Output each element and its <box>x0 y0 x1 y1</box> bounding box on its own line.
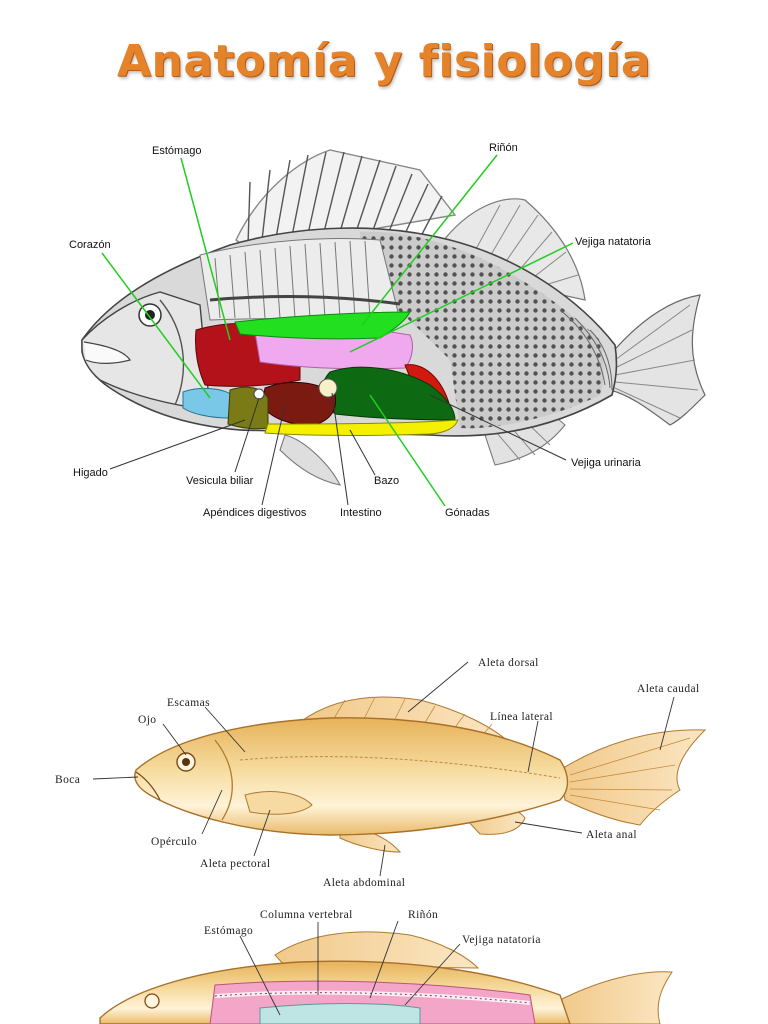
leader-lines <box>101 154 574 507</box>
caudal-fin-external <box>559 729 707 826</box>
label-escamas: Escamas <box>167 697 210 709</box>
pointer-lines-internal <box>239 920 461 1016</box>
rib-cage <box>199 238 401 321</box>
label-operculo: Opérculo <box>151 836 197 848</box>
spleen-blob <box>318 378 338 398</box>
label-aleta-dorsal: Aleta dorsal <box>478 657 539 669</box>
scale-pattern <box>360 231 604 429</box>
gallbladder-blob <box>253 388 265 400</box>
label-estomago: Estómago <box>152 145 202 157</box>
perch-anatomy-diagram: Estómago Riñón Corazón Vejiga natatoria … <box>69 142 706 519</box>
internal-anatomy-diagram: Columna vertebral Riñón Estómago Vejiga … <box>99 909 673 1024</box>
pointer-lines <box>92 661 675 877</box>
label-intestino: Intestino <box>340 507 382 519</box>
label-vejiga-urinaria: Vejiga urinaria <box>571 457 642 469</box>
label-aleta-anal: Aleta anal <box>586 829 637 841</box>
organ-gonads <box>264 419 459 436</box>
label-higado: Higado <box>73 467 108 479</box>
organ-spleen <box>261 381 337 426</box>
swim-bladder-internal <box>259 1003 421 1024</box>
fish-body-external <box>134 717 569 836</box>
operculum <box>214 739 233 821</box>
dorsal-spiny-fin <box>235 149 457 251</box>
label-ojo: Ojo <box>138 714 156 726</box>
caudal-peduncle <box>559 309 613 391</box>
pectoral-fin-external <box>244 791 313 815</box>
label-apendices-digestivos: Apéndices digestivos <box>203 507 307 519</box>
label-aleta-caudal: Aleta caudal <box>637 683 700 695</box>
label-gonadas: Gónadas <box>445 507 490 519</box>
label-columna-vertebral: Columna vertebral <box>260 909 353 921</box>
eye-icon <box>144 993 160 1009</box>
external-anatomy-diagram: Aleta dorsal Aleta caudal Escamas Ojo Lí… <box>55 657 707 889</box>
caudal-fin-internal <box>559 971 673 1024</box>
caudal-fin <box>609 294 706 426</box>
dorsal-fin-internal <box>274 931 480 969</box>
label-vesicula-biliar: Vesicula biliar <box>186 475 254 487</box>
pelvic-fin <box>279 434 341 486</box>
label-bazo: Bazo <box>374 475 399 487</box>
label-boca: Boca <box>55 774 80 786</box>
spine <box>214 990 531 1005</box>
label-aleta-pectoral: Aleta pectoral <box>200 858 270 870</box>
label-aleta-abdominal: Aleta abdominal <box>323 877 405 889</box>
perch-head <box>81 291 211 411</box>
label-rinon: Riñón <box>489 142 518 154</box>
mouth <box>135 771 161 801</box>
label-corazon: Corazón <box>69 239 111 251</box>
lateral-line <box>239 756 561 779</box>
label-vejiga-natatoria-internal: Vejiga natatoria <box>462 934 541 946</box>
label-rinon-internal: Riñón <box>408 909 438 921</box>
page-title: Anatomía y fisiología <box>116 36 652 87</box>
label-estomago-internal: Estómago <box>204 925 253 937</box>
label-linea-lateral: Línea lateral <box>490 711 553 723</box>
label-vejiga-natatoria: Vejiga natatoria <box>575 236 652 248</box>
